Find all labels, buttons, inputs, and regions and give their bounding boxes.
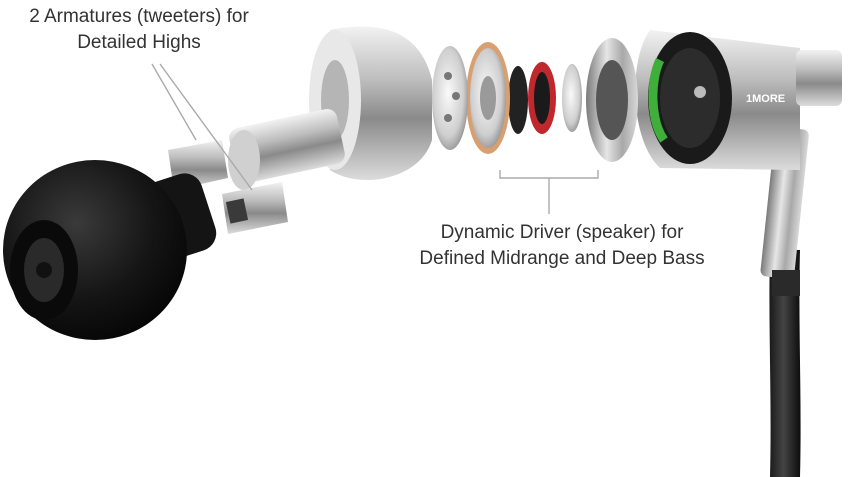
ear-tip (3, 160, 217, 340)
armatures-callout-line1: 2 Armatures (tweeters) for (29, 6, 249, 27)
driver-callout-line1: Dynamic Driver (speaker) for (440, 222, 684, 243)
armatures-callout: 2 Armatures (tweeters) for Detailed High… (0, 4, 278, 56)
driver-callout-line2: Defined Midrange and Deep Bass (419, 248, 705, 269)
leader-line-armature-1 (151, 63, 197, 141)
armatures-callout-line2: Detailed Highs (77, 32, 201, 53)
cable (760, 127, 809, 477)
leader-line-armature-2 (159, 63, 253, 191)
driver-callout: Dynamic Driver (speaker) for Defined Mid… (392, 220, 732, 272)
green-ring (648, 57, 668, 143)
earphone-housing: 1MORE (635, 30, 842, 170)
driver-discs (432, 38, 638, 162)
leader-lines (151, 63, 599, 214)
nozzle (228, 109, 345, 190)
driver-bracket (499, 170, 599, 179)
brand-logo: 1MORE (746, 93, 785, 105)
